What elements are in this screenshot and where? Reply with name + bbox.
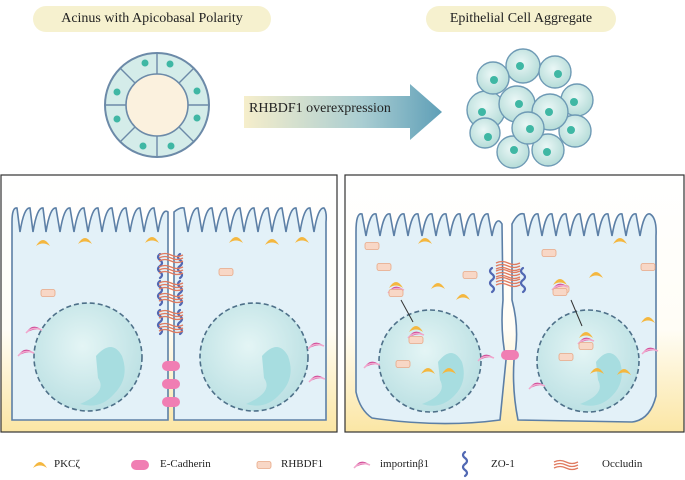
arrow-label: RHBDF1 overexpression: [249, 101, 391, 116]
acinus-illustration: [104, 52, 210, 158]
legend-rhbdf1-symbol: [256, 461, 272, 469]
polarized-cells-panel: [0, 174, 338, 433]
legend-rhbdf1-label: RHBDF1: [281, 458, 324, 470]
acinus-title: Acinus with Apicobasal Polarity: [33, 6, 271, 32]
transition-arrow: [244, 84, 442, 140]
depolarized-cells-panel: [344, 174, 685, 433]
legend-importin-label: importinβ1: [380, 458, 429, 470]
legend-zo1-symbol: [461, 450, 469, 478]
legend-ecadherin-symbol: [131, 460, 149, 470]
legend: [33, 450, 579, 478]
legend-importin-symbol: [353, 460, 371, 469]
aggregate-illustration: [466, 48, 594, 169]
legend-ecadherin-label: E-Cadherin: [160, 458, 211, 470]
legend-pkc-label: PKCζ: [54, 458, 80, 470]
legend-occludin-symbol: [553, 459, 579, 471]
legend-pkc-symbol: [33, 462, 47, 468]
aggregate-title: Epithelial Cell Aggregate: [426, 6, 616, 32]
legend-zo1-label: ZO-1: [491, 458, 515, 470]
legend-occludin-label: Occludin: [602, 458, 643, 470]
